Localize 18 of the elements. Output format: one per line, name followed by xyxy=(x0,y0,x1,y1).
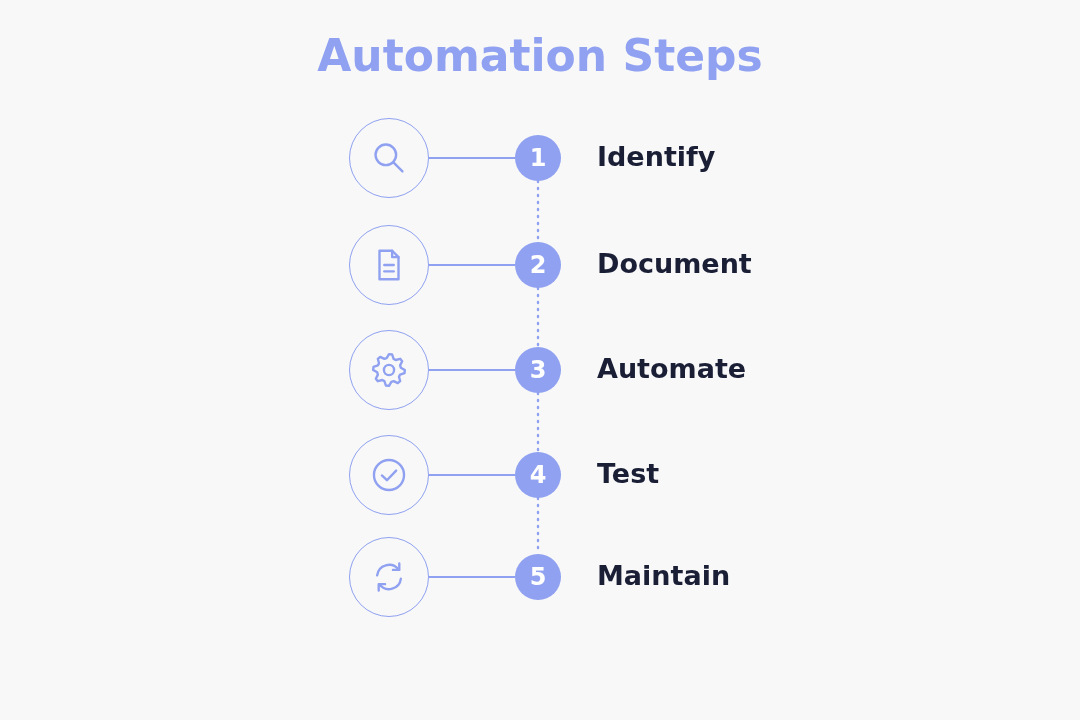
step-number-circle: 5 xyxy=(515,554,561,600)
step-number-circle: 1 xyxy=(515,135,561,181)
connector-line xyxy=(428,369,516,371)
step-label: Test xyxy=(597,457,660,491)
dotted-connector xyxy=(536,391,540,454)
step-number-circle: 4 xyxy=(515,452,561,498)
connector-line xyxy=(428,264,516,266)
step-number-circle: 3 xyxy=(515,347,561,393)
connector-line xyxy=(428,576,516,578)
dotted-connector xyxy=(536,286,540,349)
step-label: Automate xyxy=(597,352,747,386)
connector-line xyxy=(428,474,516,476)
step-label: Identify xyxy=(597,140,716,174)
step-number-circle: 2 xyxy=(515,242,561,288)
step-label: Document xyxy=(597,247,752,281)
connector-line xyxy=(428,157,516,159)
step-label: Maintain xyxy=(597,559,731,593)
title: Automation Steps xyxy=(317,30,763,81)
